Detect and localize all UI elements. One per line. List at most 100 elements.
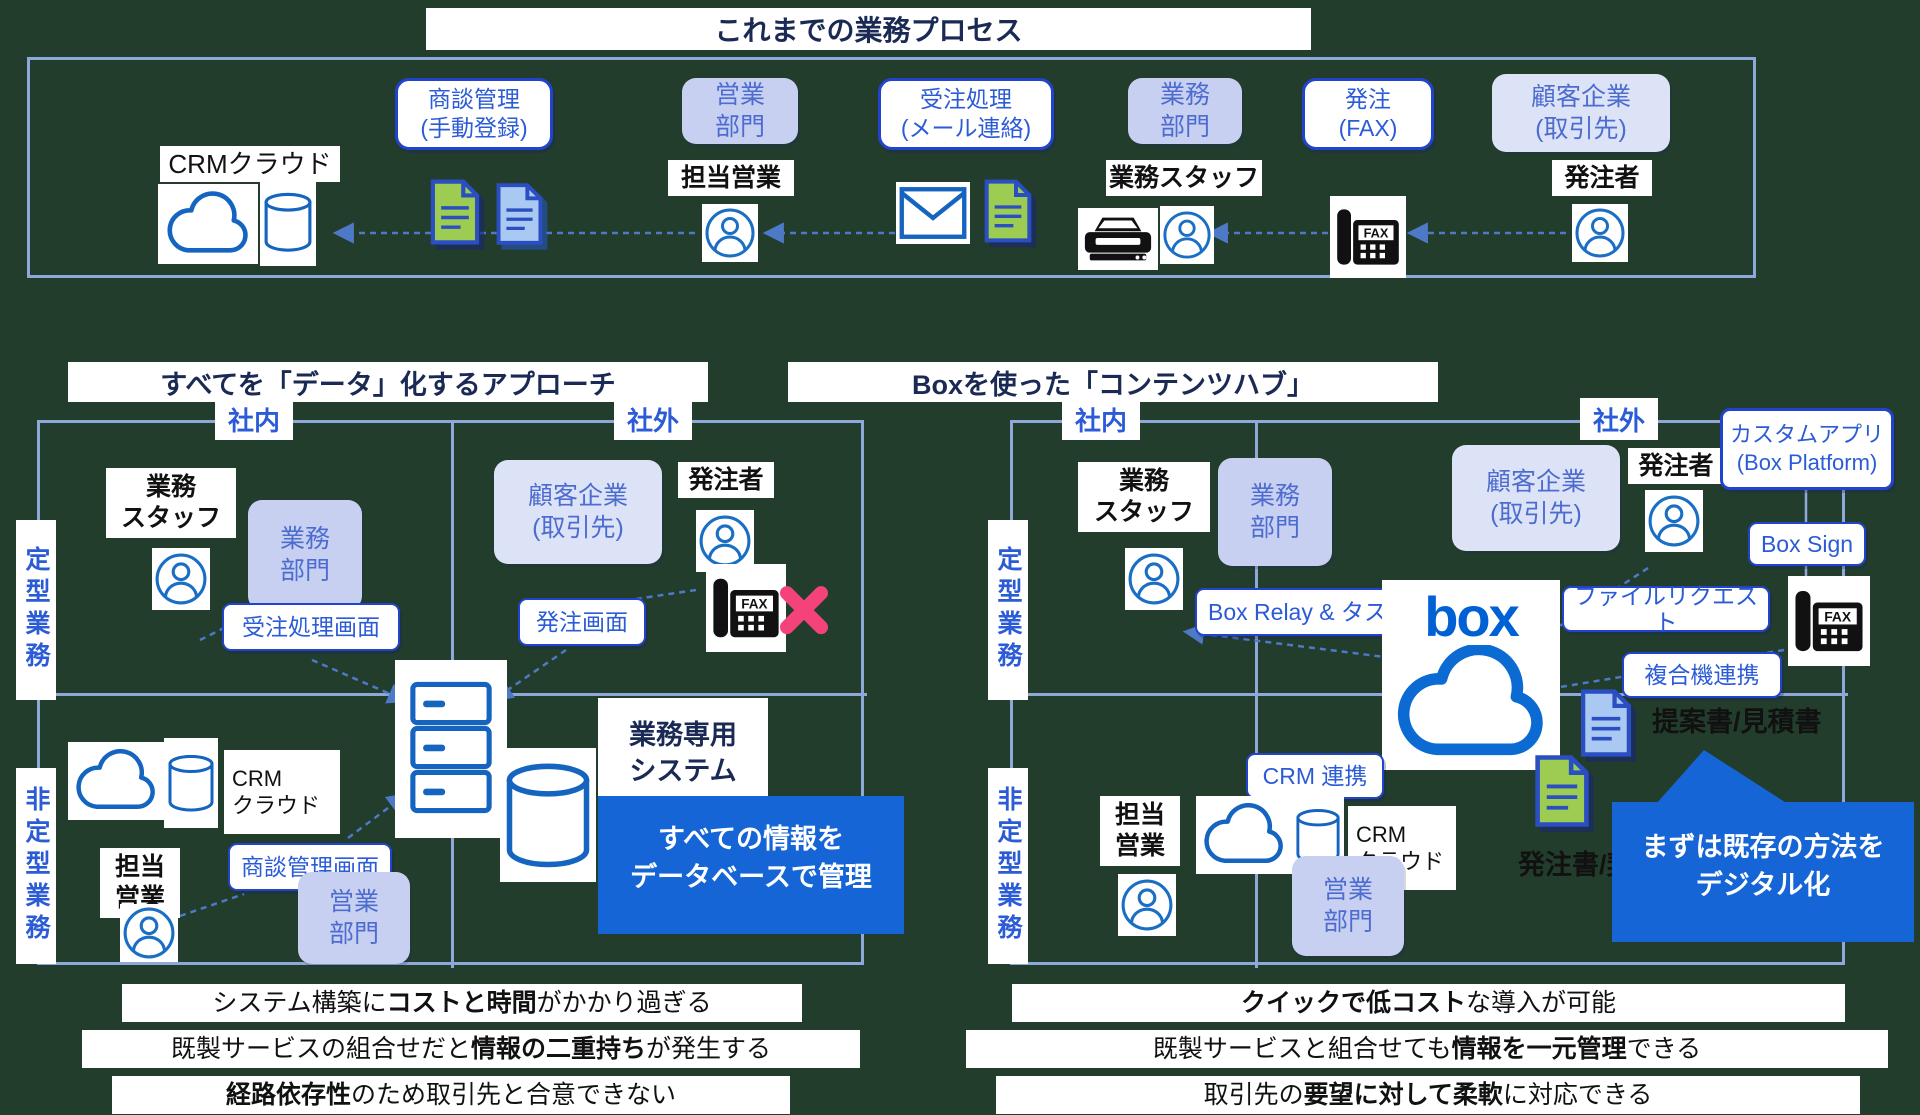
bar-text: できる: [1626, 1035, 1702, 1063]
bar-text-bold: 経路依存性: [225, 1081, 351, 1109]
label-fax-order: 発注 (FAX): [1302, 78, 1434, 150]
database-icon: [164, 738, 218, 828]
left-bar-1: システム構築にコストと時間がかかり過ぎる: [122, 984, 802, 1022]
document-blue-icon: [492, 180, 548, 252]
fax-icon-label: FAX: [1824, 609, 1852, 625]
right-box-sign: Box Sign: [1748, 522, 1866, 566]
left-callout: すべての情報を データベースで管理: [598, 796, 904, 934]
right-mfp-link: 複合機連携: [1622, 652, 1782, 698]
right-label-sales-rep: 担当 営業: [1100, 796, 1180, 866]
left-label-routine: 定型業務: [16, 520, 56, 700]
fax-icon-label: FAX: [1364, 226, 1389, 241]
label-ops-staff-top: 業務スタッフ: [1106, 160, 1262, 196]
bar-text-bold: 情報の二重持ち: [470, 1035, 646, 1063]
person-icon: [152, 548, 210, 610]
left-label-customer: 顧客企業 (取引先): [494, 460, 662, 564]
right-label-routine: 定型業務: [988, 520, 1028, 700]
left-order-screen: 受注処理画面: [222, 603, 400, 651]
document-green-icon: [426, 176, 484, 252]
right-label-orderer: 発注者: [1628, 448, 1724, 484]
right-callout: まずは既存の方法を デジタル化: [1612, 802, 1914, 942]
right-doc-proposal: 提案書/見積書: [1652, 707, 1822, 737]
bar-text: 既製サービスの組合せだと: [170, 1035, 471, 1063]
left-purchase-screen: 発注画面: [518, 598, 646, 646]
left-label-crm: CRM クラウド: [224, 750, 340, 834]
top-section-title: これまでの業務プロセス: [426, 8, 1311, 50]
right-label-nonroutine: 非定型業務: [988, 768, 1028, 964]
bar-text: 既製サービスと組合せても: [1152, 1035, 1452, 1063]
label-sales-dept-top: 営業 部門: [682, 78, 798, 144]
left-section-title: すべてを「データ」化するアプローチ: [68, 362, 708, 402]
right-callout-line2: デジタル化: [1695, 870, 1831, 900]
label-ops-dept-top: 業務 部門: [1128, 78, 1242, 144]
left-label-ops-dept: 業務 部門: [248, 500, 362, 610]
bar-text-bold: 要望に対して柔軟: [1303, 1081, 1503, 1109]
person-icon: [1645, 490, 1703, 552]
label-sales-rep-top: 担当営業: [668, 160, 794, 196]
pink-x-icon: [772, 576, 836, 640]
left-bar-3: 経路依存性のため取引先と合意できない: [112, 1076, 790, 1114]
bar-text: システム構築に: [212, 989, 387, 1017]
left-label-nonroutine: 非定型業務: [16, 768, 56, 964]
left-label-inside: 社内: [215, 398, 293, 440]
fax-icon-label: FAX: [741, 597, 767, 612]
right-label-ops-dept: 業務 部門: [1218, 458, 1332, 566]
database-icon: [260, 178, 316, 266]
right-label-staff: 業務 スタッフ: [1078, 462, 1210, 532]
label-customer-top: 顧客企業 (取引先): [1492, 74, 1670, 152]
bar-text: がかかり過ぎる: [536, 989, 712, 1017]
person-icon: [120, 904, 178, 962]
right-bar-3: 取引先の要望に対して柔軟に対応できる: [996, 1076, 1860, 1114]
person-icon: [1160, 206, 1214, 264]
scanner-icon: [1078, 208, 1158, 270]
left-callout-line1: すべての情報を: [657, 824, 845, 854]
right-bar-2: 既製サービスと組合せても情報を一元管理できる: [966, 1030, 1888, 1068]
cloud-icon: [1196, 796, 1292, 874]
label-orderer-top: 発注者: [1552, 160, 1652, 196]
bar-text: が発生する: [646, 1035, 772, 1063]
right-section-title: Boxを使った「コンテンツハブ」: [788, 362, 1438, 402]
database-icon: [500, 748, 596, 882]
right-custom-app: カスタムアプリ (Box Platform): [1720, 408, 1894, 490]
person-icon: [1572, 204, 1628, 262]
right-label-inside: 社内: [1062, 398, 1140, 440]
left-label-sales-dept: 営業 部門: [298, 872, 410, 964]
box-cloud-icon: [1397, 645, 1543, 756]
right-label-sales-dept: 営業 部門: [1292, 856, 1404, 956]
bar-text: 取引先の: [1203, 1081, 1304, 1109]
fax-icon: FAX: [1788, 576, 1870, 666]
box-logo: box: [1424, 585, 1520, 648]
document-green-icon: [980, 176, 1036, 250]
left-label-system: 業務専用 システム: [598, 698, 768, 808]
bar-text: な導入が可能: [1466, 989, 1617, 1017]
right-label-outside: 社外: [1580, 398, 1658, 440]
box-hub: box: [1382, 580, 1560, 770]
top-panel: [27, 57, 1756, 278]
left-label-orderer: 発注者: [678, 462, 774, 498]
bar-text: に対応できる: [1502, 1081, 1653, 1109]
person-icon: [702, 204, 758, 262]
server-icon: [395, 660, 507, 838]
envelope-icon: [896, 182, 970, 244]
bar-text: のため取引先と合意できない: [351, 1081, 677, 1109]
document-green-icon: [1530, 752, 1596, 836]
fax-icon: FAX: [1330, 196, 1406, 278]
bar-text-bold: コストと時間: [386, 989, 537, 1017]
bar-text-bold: 情報を一元管理: [1451, 1035, 1627, 1063]
left-label-staff: 業務 スタッフ: [106, 468, 236, 538]
fax-icon: FAX: [706, 564, 786, 652]
person-icon: [696, 510, 754, 572]
right-callout-line1: まずは既存の方法を: [1641, 832, 1885, 862]
label-deal-management: 商談管理 (手動登録): [395, 78, 553, 150]
right-label-customer: 顧客企業 (取引先): [1452, 445, 1620, 551]
cloud-icon: [158, 184, 258, 264]
person-icon: [1125, 548, 1183, 610]
label-crm-cloud-top: CRMクラウド: [160, 146, 340, 182]
label-order-processing: 受注処理 (メール連絡): [878, 78, 1054, 150]
left-label-outside: 社外: [614, 398, 692, 440]
left-bar-2: 既製サービスの組合せだと情報の二重持ちが発生する: [82, 1030, 860, 1068]
left-callout-line2: データベースで管理: [630, 862, 872, 892]
right-file-request: ファイルリクエスト: [1562, 583, 1770, 635]
cloud-icon: [68, 742, 164, 820]
